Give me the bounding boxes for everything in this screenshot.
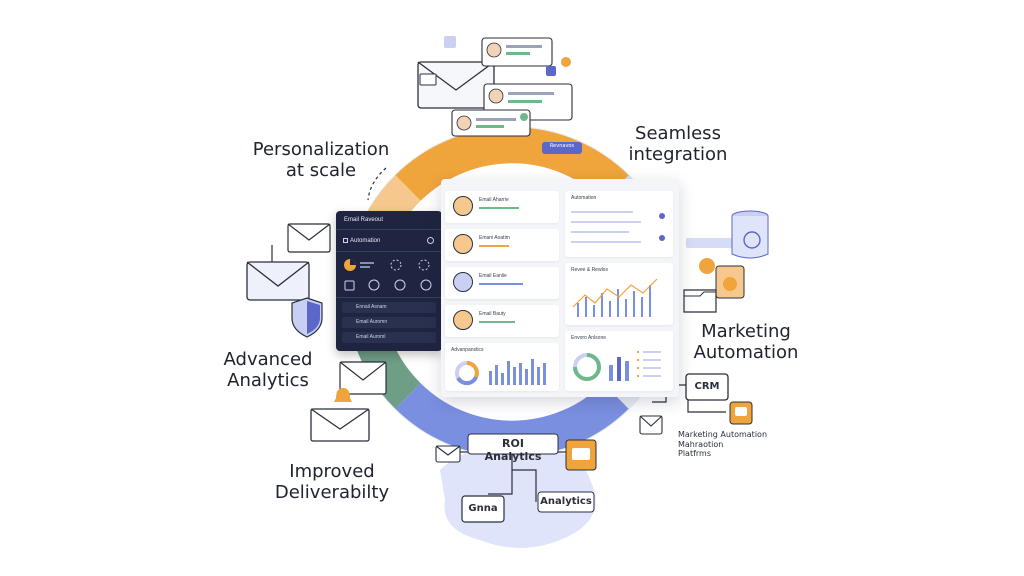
platforms-label: Marketing Automation Mahraotion Platfrms	[678, 430, 768, 459]
crm-box	[685, 373, 729, 401]
email-automation-panel: Email Raveout Automation Ennail Asnam Em…	[336, 211, 442, 351]
database-icon	[686, 210, 769, 259]
dashboard-window: Email Aharrie Emani Aoatim Email Eanlie …	[441, 179, 679, 397]
envelope-icon	[639, 415, 663, 435]
puzzle-icon	[444, 36, 456, 48]
envelope-icon	[435, 445, 461, 463]
envelope-icon	[419, 73, 437, 86]
analytics-label: Analytics	[540, 496, 592, 507]
engagement-card: Envoro Anlsone	[565, 331, 673, 391]
avatar	[453, 272, 473, 292]
envelope-icon	[310, 408, 370, 442]
marketing-automation-label: Marketing Automation	[693, 321, 799, 363]
revenue-card: Revee & Rewlos	[565, 263, 673, 325]
contact-card[interactable]: Email Aharrie	[445, 191, 559, 223]
contact-card[interactable]: Email Bauty	[445, 305, 559, 337]
ring-segment-blue	[395, 382, 629, 457]
personalization-label: Personalization at scale	[252, 139, 390, 181]
seamless-label: Seamless integration	[628, 123, 728, 165]
gear-icon[interactable]	[659, 235, 665, 241]
analytics-chart	[455, 359, 546, 386]
automation-icon	[343, 238, 348, 243]
panel-stats	[344, 259, 432, 291]
gear-icon[interactable]	[659, 213, 665, 219]
gnna-box	[461, 495, 505, 523]
email-card	[481, 37, 553, 67]
chat-icon	[565, 439, 597, 471]
crm-label: CRM	[694, 381, 720, 392]
envelope-icon	[339, 361, 387, 395]
email-card	[451, 109, 531, 137]
revenue-chart	[572, 278, 658, 317]
top-pill	[542, 142, 582, 154]
panel-close-icon[interactable]	[427, 237, 434, 244]
engagement-chart	[573, 351, 661, 381]
window-controls	[447, 184, 467, 197]
gnna-label: Gnna	[468, 503, 498, 514]
ring-segment-orange	[395, 127, 629, 202]
envelope-icon	[246, 261, 310, 301]
folder-icon	[683, 258, 745, 313]
contact-card[interactable]: Emani Aoatim	[445, 229, 559, 261]
analytics-card: Advanpanstics	[445, 343, 559, 391]
envelope-icon	[287, 223, 331, 253]
analytics-box	[537, 491, 595, 513]
improved-deliverability-label: Improved Deliverabilty	[274, 461, 390, 503]
roi-bar	[467, 433, 559, 455]
panel-row[interactable]: Email Auromn	[342, 317, 436, 328]
contact-card[interactable]: Email Eanlie	[445, 267, 559, 299]
roi-analytics-label: ROI Analytics	[484, 437, 542, 463]
panel-row[interactable]: Ennail Asnam	[342, 302, 436, 313]
avatar	[453, 310, 473, 330]
bell-icon	[334, 388, 352, 402]
bottom-cloud	[440, 448, 596, 548]
shield-icon	[291, 297, 323, 338]
gear-icon	[520, 57, 571, 121]
panel-automation[interactable]: Automation	[350, 238, 381, 244]
top-pill-label: Revnavos	[549, 143, 575, 149]
avatar	[453, 234, 473, 254]
advanced-analytics-label: Advanced Analytics	[223, 349, 313, 391]
chat-icon	[729, 401, 753, 425]
panel-title: Email Raveout	[344, 217, 384, 223]
automation-card: Automation	[565, 191, 673, 257]
panel-row[interactable]: Email Auroml	[342, 332, 436, 343]
avatar	[453, 196, 473, 216]
